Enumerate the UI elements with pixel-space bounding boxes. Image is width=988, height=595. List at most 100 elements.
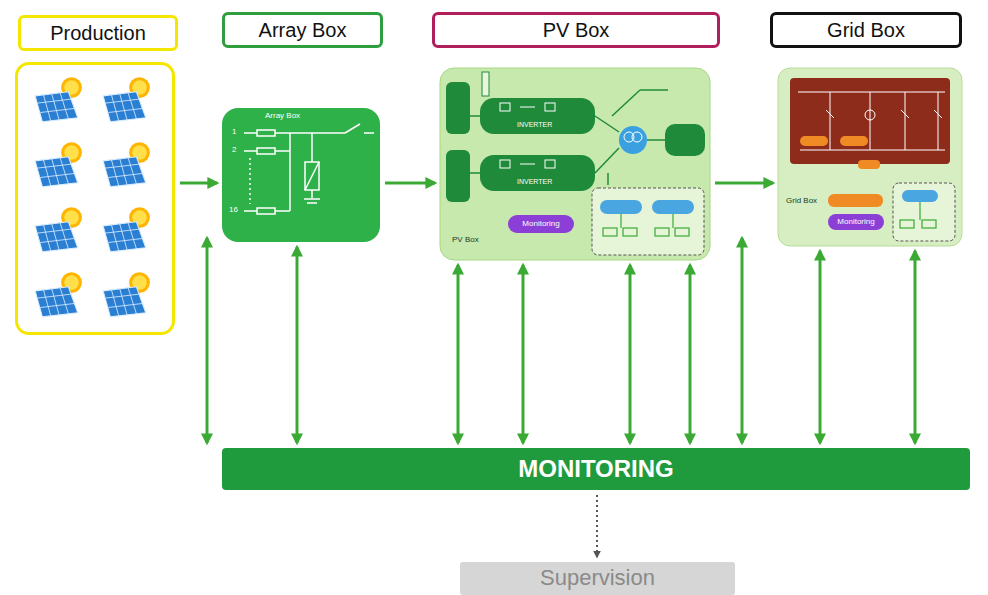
solar-panels (103, 77, 150, 122)
solar-panels (103, 207, 150, 252)
array-box-circuit (257, 208, 275, 214)
flow-arrow (206, 238, 209, 443)
array-box-circuit (307, 202, 317, 204)
array-box-circuit (249, 158, 251, 204)
grid-box-circuit (858, 160, 880, 169)
part-label: INVERTER (517, 121, 552, 128)
grid-box-circuit (830, 92, 831, 150)
grid-box-circuit (938, 92, 939, 150)
solar-panels (35, 207, 82, 252)
solar-panels (35, 77, 82, 122)
pv-box-circuit (665, 124, 705, 156)
pv-box-circuit (623, 228, 637, 236)
band-grounds (222, 448, 970, 490)
production-panel: Production (15, 62, 175, 335)
flow-arrow (914, 251, 917, 443)
array-box-panel: Array Box (222, 108, 380, 242)
array-box-circuit (257, 130, 275, 136)
pv-box-circuit (500, 103, 555, 168)
flow-arrow (741, 238, 744, 443)
pv-box-circuit (672, 214, 673, 228)
grid-box-circuit (919, 202, 920, 220)
monitoring-pill: Monitoring (828, 214, 884, 230)
pv-box-circuit (620, 214, 621, 228)
grid-box-circuit (798, 92, 945, 93)
pv-box-circuit (632, 132, 642, 142)
grid-box-panel: MonitoringGrid Box (778, 68, 962, 246)
grid-box-circuit (934, 110, 942, 118)
pv-box-circuit (619, 126, 647, 154)
pv-box-circuit (470, 90, 668, 185)
pill-label: Monitoring (522, 220, 559, 228)
pv-box-circuit (440, 68, 710, 260)
array-box-circuit (222, 108, 380, 242)
pv-box-circuit (640, 89, 668, 91)
flow-arrow (819, 251, 822, 443)
pv-box-circuit (500, 103, 510, 111)
part-label: 16 (229, 206, 238, 214)
pv-box-circuit (612, 90, 640, 116)
array-box-circuit (222, 108, 380, 242)
pv-box-circuit (675, 228, 689, 236)
flow-arrow (180, 182, 217, 185)
column-heading: Production (18, 15, 178, 51)
pv-box-circuit (446, 150, 470, 202)
supervision-box: Supervision (460, 562, 735, 595)
grid-box-circuit (798, 92, 945, 150)
solar-panels (35, 272, 82, 317)
grid-box-circuit (900, 202, 936, 228)
pv-box-panel: Monitoring PV Box (440, 68, 710, 260)
array-box-circuit (364, 132, 374, 134)
grid-box-circuit (800, 150, 945, 151)
flow-arrow (629, 265, 632, 443)
grid-box-circuit (865, 110, 875, 120)
grid-box-circuit (893, 183, 955, 241)
pv-box-circuit (647, 139, 665, 141)
grid-box-circuit (905, 92, 906, 150)
pv-box-circuit (520, 107, 535, 108)
monitoring-band: MONITORING (222, 448, 970, 490)
array-box-circuit (311, 133, 313, 162)
solar-panels (35, 142, 82, 187)
pv-box-circuit (600, 200, 642, 214)
grid-box-circuit (790, 78, 950, 164)
grid-box-circuit (828, 194, 883, 207)
band-grounds (222, 448, 970, 595)
part-label: Array Box (265, 112, 300, 120)
grid-box-circuit (840, 136, 868, 146)
part-label: INVERTER (517, 178, 552, 185)
flow-arrow (522, 265, 525, 443)
pv-box-circuit (652, 200, 694, 214)
flow-arrow (689, 265, 692, 443)
grid-box-circuit (778, 68, 962, 246)
column-heading: PV Box (432, 12, 720, 48)
pv-box-circuit (603, 228, 617, 236)
pv-box-circuit (592, 188, 704, 255)
flow-arrow (715, 182, 773, 185)
array-box-circuit (345, 124, 360, 133)
band-grounds (460, 562, 735, 595)
array-box-circuit (311, 190, 313, 198)
grid-box-circuit (922, 220, 936, 228)
part-label: PV Box (452, 236, 479, 244)
array-box-circuit (257, 148, 275, 154)
grid-box-circuit (800, 136, 828, 146)
solar-panels (103, 272, 150, 317)
array-box-circuit (304, 198, 320, 200)
array-box-circuit (305, 162, 319, 190)
grid-box-circuit (901, 110, 909, 118)
pv-box-circuit (446, 82, 470, 134)
column-heading: Array Box (222, 12, 383, 48)
grid-box-circuit (902, 190, 938, 202)
part-label: 2 (232, 146, 236, 154)
pv-box-circuit (482, 72, 489, 96)
pv-box-circuit (545, 160, 555, 168)
column-heading: Grid Box (770, 12, 962, 48)
pv-box-circuit (603, 214, 689, 236)
pv-box-circuit (470, 115, 480, 117)
pv-box-circuit (595, 148, 619, 173)
pill-label: Monitoring (837, 218, 874, 226)
array-box-circuit (289, 133, 291, 211)
